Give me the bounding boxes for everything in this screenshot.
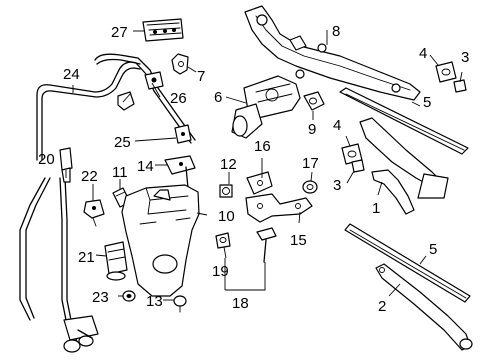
callout-22: 22 bbox=[81, 168, 98, 185]
callout-23: 23 bbox=[92, 289, 109, 306]
callout-3b: 3 bbox=[333, 177, 341, 194]
part-15-support-bracket bbox=[245, 193, 313, 223]
callout-2: 2 bbox=[378, 298, 386, 315]
part-5-wiper-blade-lower bbox=[344, 223, 471, 303]
callout-18: 18 bbox=[232, 295, 249, 312]
part-9-grommet bbox=[303, 91, 325, 111]
part-8-wiper-linkage bbox=[244, 5, 421, 101]
callout-26: 26 bbox=[170, 90, 187, 107]
part-16-bracket bbox=[246, 171, 273, 195]
part-1-wiper-arm bbox=[359, 117, 449, 215]
part-5-wiper-blade-upper bbox=[339, 87, 469, 155]
callout-27: 27 bbox=[111, 24, 128, 41]
callout-7: 7 bbox=[197, 68, 205, 85]
callout-21: 21 bbox=[78, 249, 95, 266]
part-26-hose-connector bbox=[144, 71, 164, 90]
part-17-grommet bbox=[302, 180, 318, 194]
part-27-nozzle-cover bbox=[142, 18, 184, 42]
callout-6: 6 bbox=[214, 89, 222, 106]
part-25-hose-clip bbox=[117, 91, 192, 144]
part-4-grommet-lower bbox=[341, 143, 363, 165]
part-13-grommet bbox=[173, 295, 187, 313]
callout-24: 24 bbox=[63, 66, 80, 83]
part-2-wiper-arm-lower bbox=[375, 263, 473, 351]
part-12-grommet bbox=[219, 184, 233, 198]
part-19-grommet bbox=[215, 232, 231, 249]
callout-labels: 1 2 3 3 4 4 5 5 6 7 8 9 10 11 12 13 14 1… bbox=[38, 23, 469, 315]
part-10-washer-reservoir bbox=[121, 184, 200, 297]
part-3-nut-lower bbox=[351, 159, 365, 173]
callout-16: 16 bbox=[254, 138, 271, 155]
callout-15: 15 bbox=[290, 232, 307, 249]
part-18-bolt bbox=[256, 227, 277, 263]
callout-1: 1 bbox=[372, 200, 380, 217]
callout-13: 13 bbox=[146, 293, 163, 310]
part-6-wiper-motor bbox=[231, 75, 301, 139]
callout-10: 10 bbox=[218, 208, 235, 225]
callout-11: 11 bbox=[112, 164, 128, 181]
callout-19: 19 bbox=[212, 263, 229, 280]
part-4-grommet-upper bbox=[435, 61, 457, 83]
callout-17: 17 bbox=[302, 155, 319, 172]
part-22-check-valve bbox=[83, 199, 105, 227]
part-20-hose-lines bbox=[19, 147, 79, 346]
callout-25: 25 bbox=[114, 134, 131, 151]
part-7-clip bbox=[171, 53, 189, 75]
callout-12: 12 bbox=[220, 156, 237, 173]
part-23-grommet bbox=[122, 290, 136, 302]
leader-lines bbox=[65, 30, 463, 301]
callout-8: 8 bbox=[332, 23, 340, 40]
part-hose-end-connectors bbox=[63, 315, 99, 353]
callout-5a: 5 bbox=[423, 94, 431, 111]
callout-4b: 4 bbox=[333, 117, 341, 134]
part-21-washer-pump bbox=[104, 241, 128, 281]
callout-9: 9 bbox=[308, 121, 316, 138]
callout-20: 20 bbox=[38, 151, 55, 168]
callout-4a: 4 bbox=[419, 45, 427, 62]
callout-14: 14 bbox=[137, 158, 154, 175]
callout-3a: 3 bbox=[461, 49, 469, 66]
part-14-sensor bbox=[164, 155, 196, 189]
callout-5b: 5 bbox=[429, 241, 437, 258]
